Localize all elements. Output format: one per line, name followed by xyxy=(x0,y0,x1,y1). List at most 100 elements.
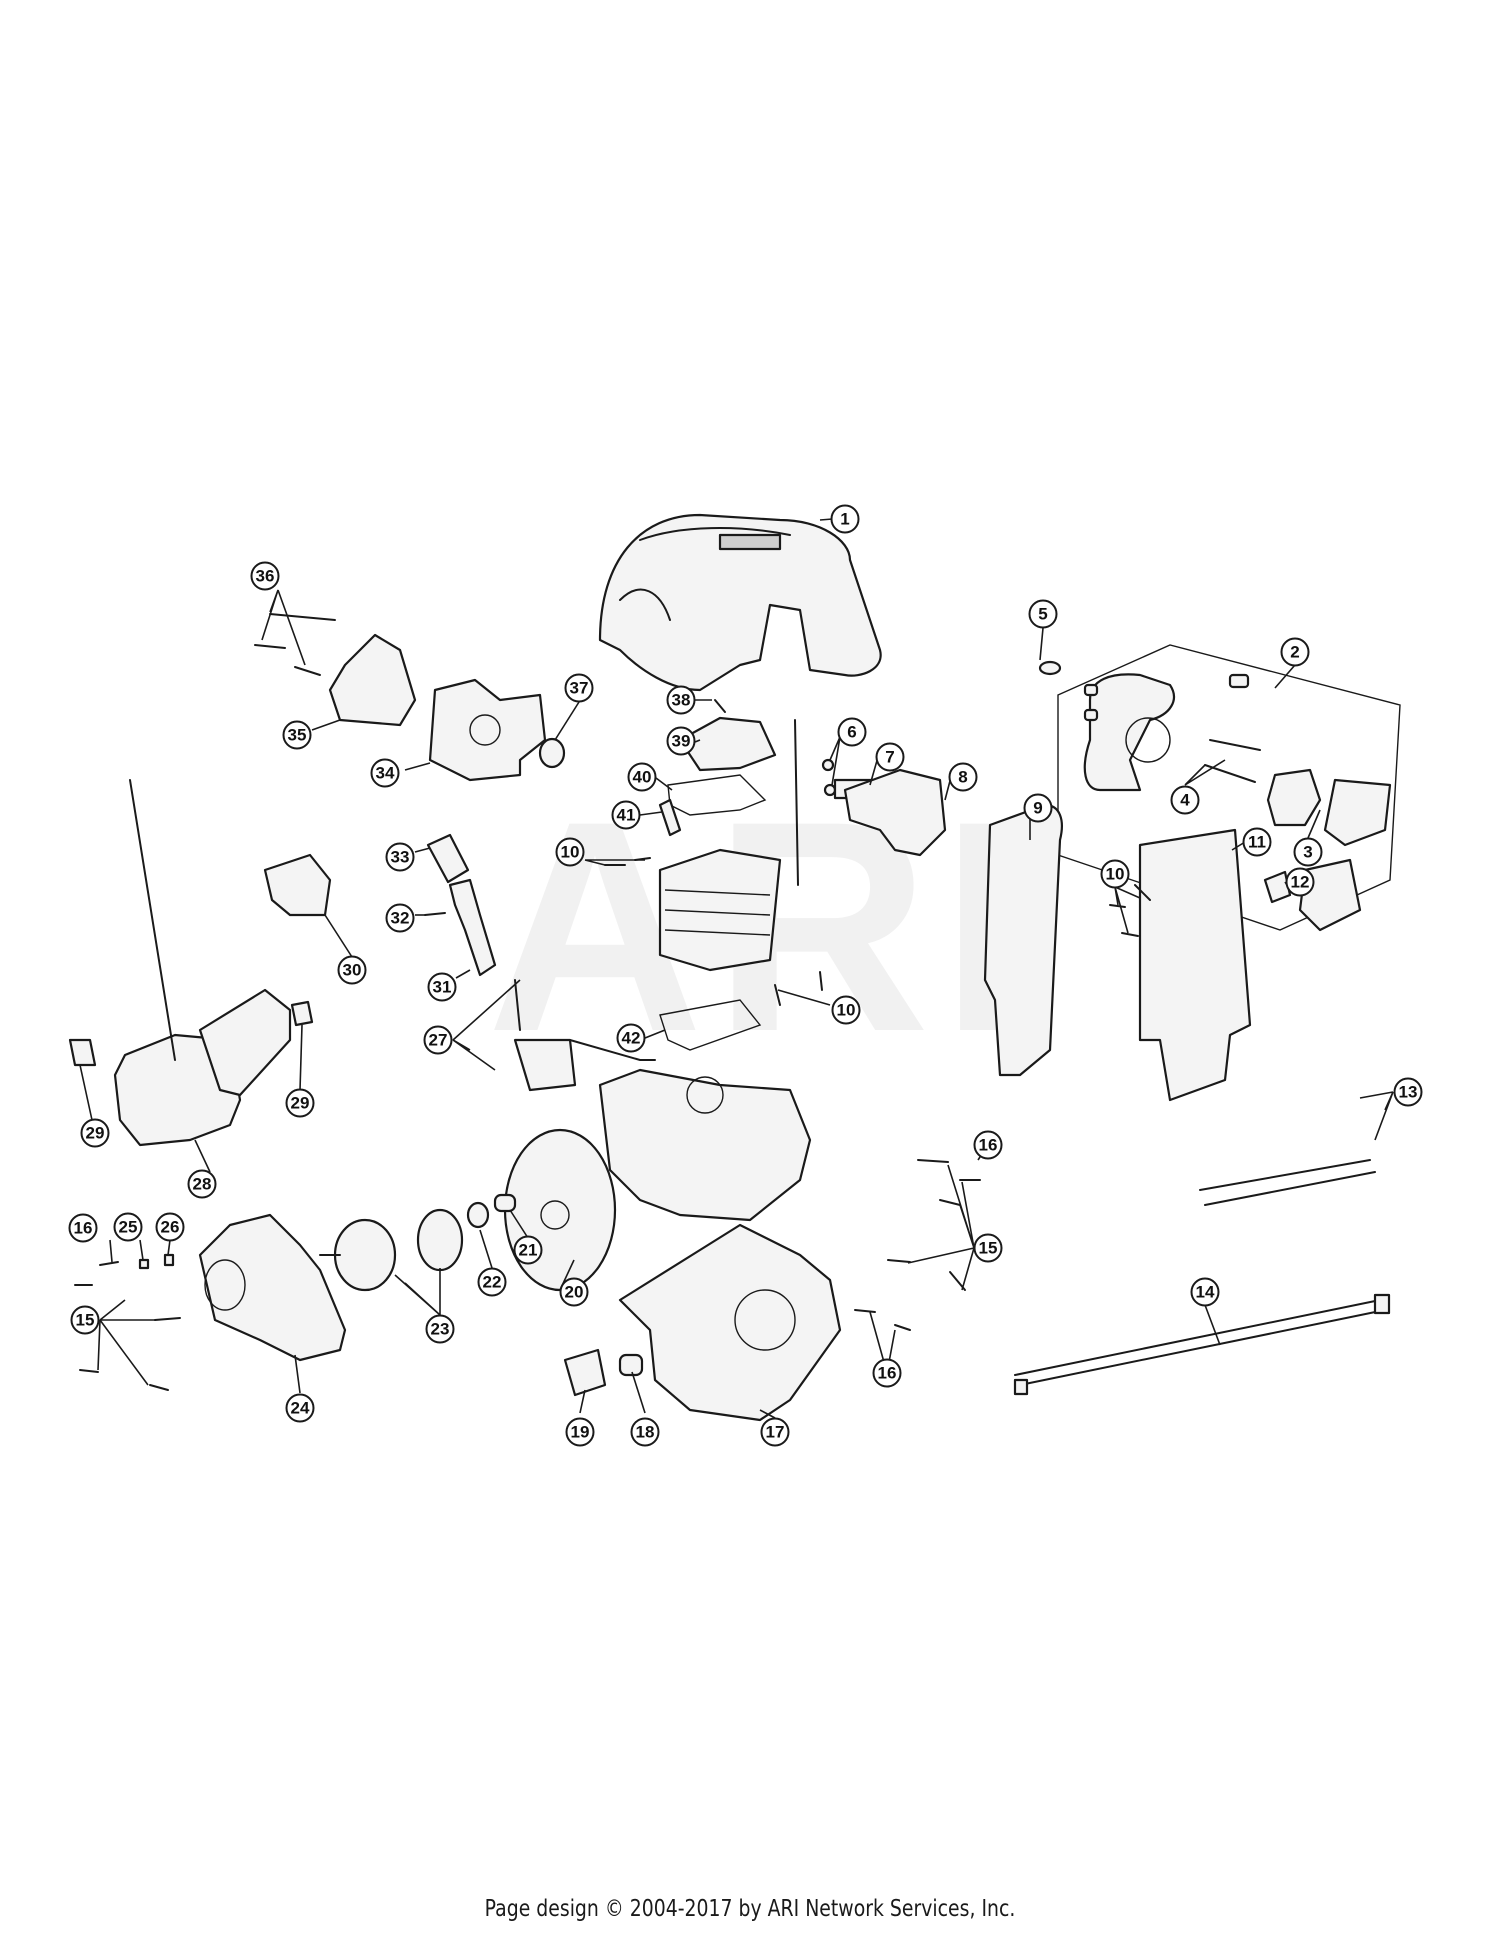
callout-35: 35 xyxy=(282,720,312,750)
callout-20: 20 xyxy=(559,1277,589,1307)
part-grommet-29b xyxy=(290,1000,314,1027)
callout-6: 6 xyxy=(837,717,867,747)
part-gasket-42 xyxy=(659,999,762,1051)
part-lower-housing-17 xyxy=(618,1223,842,1422)
svg-text:4: 4 xyxy=(1180,791,1190,810)
callout-39: 39 xyxy=(666,726,696,756)
part-gasket-12 xyxy=(1263,870,1292,904)
svg-text:10: 10 xyxy=(837,1001,856,1020)
svg-text:5: 5 xyxy=(1038,605,1047,624)
svg-text:24: 24 xyxy=(291,1399,310,1418)
svg-text:27: 27 xyxy=(429,1031,448,1050)
svg-text:9: 9 xyxy=(1033,799,1042,818)
part-cover-39 xyxy=(678,716,777,772)
callout-27: 27 xyxy=(423,1025,453,1055)
callout-40: 40 xyxy=(627,762,657,792)
part-spark-plug-41 xyxy=(658,798,682,837)
callout-14: 14 xyxy=(1190,1277,1220,1307)
part-carb-adapter-8 xyxy=(843,768,947,857)
part-grommet-29a xyxy=(68,1038,97,1067)
callout-28: 28 xyxy=(187,1169,217,1199)
svg-text:33: 33 xyxy=(391,848,410,867)
part-clutch-drum-23 xyxy=(333,1218,397,1292)
part-boot-30 xyxy=(263,853,332,917)
callout-37: 37 xyxy=(564,673,594,703)
svg-text:10: 10 xyxy=(1106,865,1125,884)
part-flywheel-20 xyxy=(503,1128,617,1292)
svg-text:15: 15 xyxy=(76,1311,95,1330)
svg-text:16: 16 xyxy=(74,1219,93,1238)
callout-11: 11 xyxy=(1242,827,1272,857)
svg-text:16: 16 xyxy=(878,1364,897,1383)
part-screws-36 xyxy=(254,613,336,676)
callout-29a: 29 xyxy=(80,1118,110,1148)
svg-text:36: 36 xyxy=(256,567,275,586)
part-nut-6a xyxy=(821,758,835,772)
part-crankcase xyxy=(598,1068,812,1222)
callout-12: 12 xyxy=(1285,867,1315,897)
part-spring-33 xyxy=(426,833,470,884)
svg-text:14: 14 xyxy=(1196,1283,1215,1302)
svg-text:30: 30 xyxy=(343,961,362,980)
part-plate-11 xyxy=(1138,828,1252,1102)
callout-15b: 15 xyxy=(973,1233,1003,1263)
callout-29b: 29 xyxy=(285,1088,315,1118)
part-screw-38 xyxy=(714,699,726,713)
callout-1: 1 xyxy=(830,504,860,534)
svg-text:15: 15 xyxy=(979,1239,998,1258)
svg-text:19: 19 xyxy=(571,1423,590,1442)
svg-text:17: 17 xyxy=(766,1423,785,1442)
callout-10b: 10 xyxy=(831,995,861,1025)
callout-38: 38 xyxy=(666,685,696,715)
copyright-footer: Page design © 2004-2017 by ARI Network S… xyxy=(484,1896,1016,1922)
part-heat-shield-9 xyxy=(983,803,1063,1077)
callout-33: 33 xyxy=(385,842,415,872)
callout-13: 13 xyxy=(1393,1077,1423,1107)
svg-text:40: 40 xyxy=(633,768,652,787)
svg-text:1: 1 xyxy=(840,510,849,529)
callout-10c: 10 xyxy=(1100,859,1130,889)
svg-text:7: 7 xyxy=(885,748,894,767)
svg-text:11: 11 xyxy=(1248,833,1266,852)
part-pin-18 xyxy=(618,1353,644,1377)
callout-21: 21 xyxy=(513,1235,543,1265)
callout-4: 4 xyxy=(1170,785,1200,815)
callout-25: 25 xyxy=(113,1212,143,1242)
svg-text:39: 39 xyxy=(672,732,691,751)
part-screws-center xyxy=(604,857,1151,1331)
callout-34: 34 xyxy=(370,758,400,788)
svg-text:29: 29 xyxy=(291,1094,310,1113)
svg-text:8: 8 xyxy=(958,768,967,787)
callout-41: 41 xyxy=(611,800,641,830)
part-knob-19 xyxy=(563,1348,607,1397)
part-ring-37 xyxy=(538,737,566,769)
svg-text:13: 13 xyxy=(1399,1083,1418,1102)
callout-15a: 15 xyxy=(70,1305,100,1335)
svg-text:12: 12 xyxy=(1291,873,1310,892)
callout-9: 9 xyxy=(1023,793,1053,823)
callout-26: 26 xyxy=(155,1212,185,1242)
part-clutch-housing-24 xyxy=(198,1213,347,1362)
svg-text:34: 34 xyxy=(376,764,395,783)
callout-23: 23 xyxy=(425,1314,455,1344)
callout-24: 24 xyxy=(285,1393,315,1423)
callout-5: 5 xyxy=(1028,599,1058,629)
part-air-filter-assembly xyxy=(1057,644,1401,931)
callout-30: 30 xyxy=(337,955,367,985)
part-screws-left xyxy=(74,1253,181,1391)
callout-8: 8 xyxy=(948,762,978,792)
callout-16c: 16 xyxy=(872,1358,902,1388)
part-shield-35 xyxy=(328,633,417,727)
part-engine-cover xyxy=(598,513,882,692)
svg-text:37: 37 xyxy=(570,679,589,698)
part-nut-6b xyxy=(823,783,837,797)
part-cylinder xyxy=(658,848,782,972)
svg-text:21: 21 xyxy=(519,1241,538,1260)
part-wire-harness-14 xyxy=(1013,1293,1391,1396)
callout-16a: 16 xyxy=(68,1213,98,1243)
svg-text:31: 31 xyxy=(433,978,452,997)
callout-19: 19 xyxy=(565,1417,595,1447)
svg-text:3: 3 xyxy=(1303,843,1312,862)
callout-32: 32 xyxy=(385,903,415,933)
